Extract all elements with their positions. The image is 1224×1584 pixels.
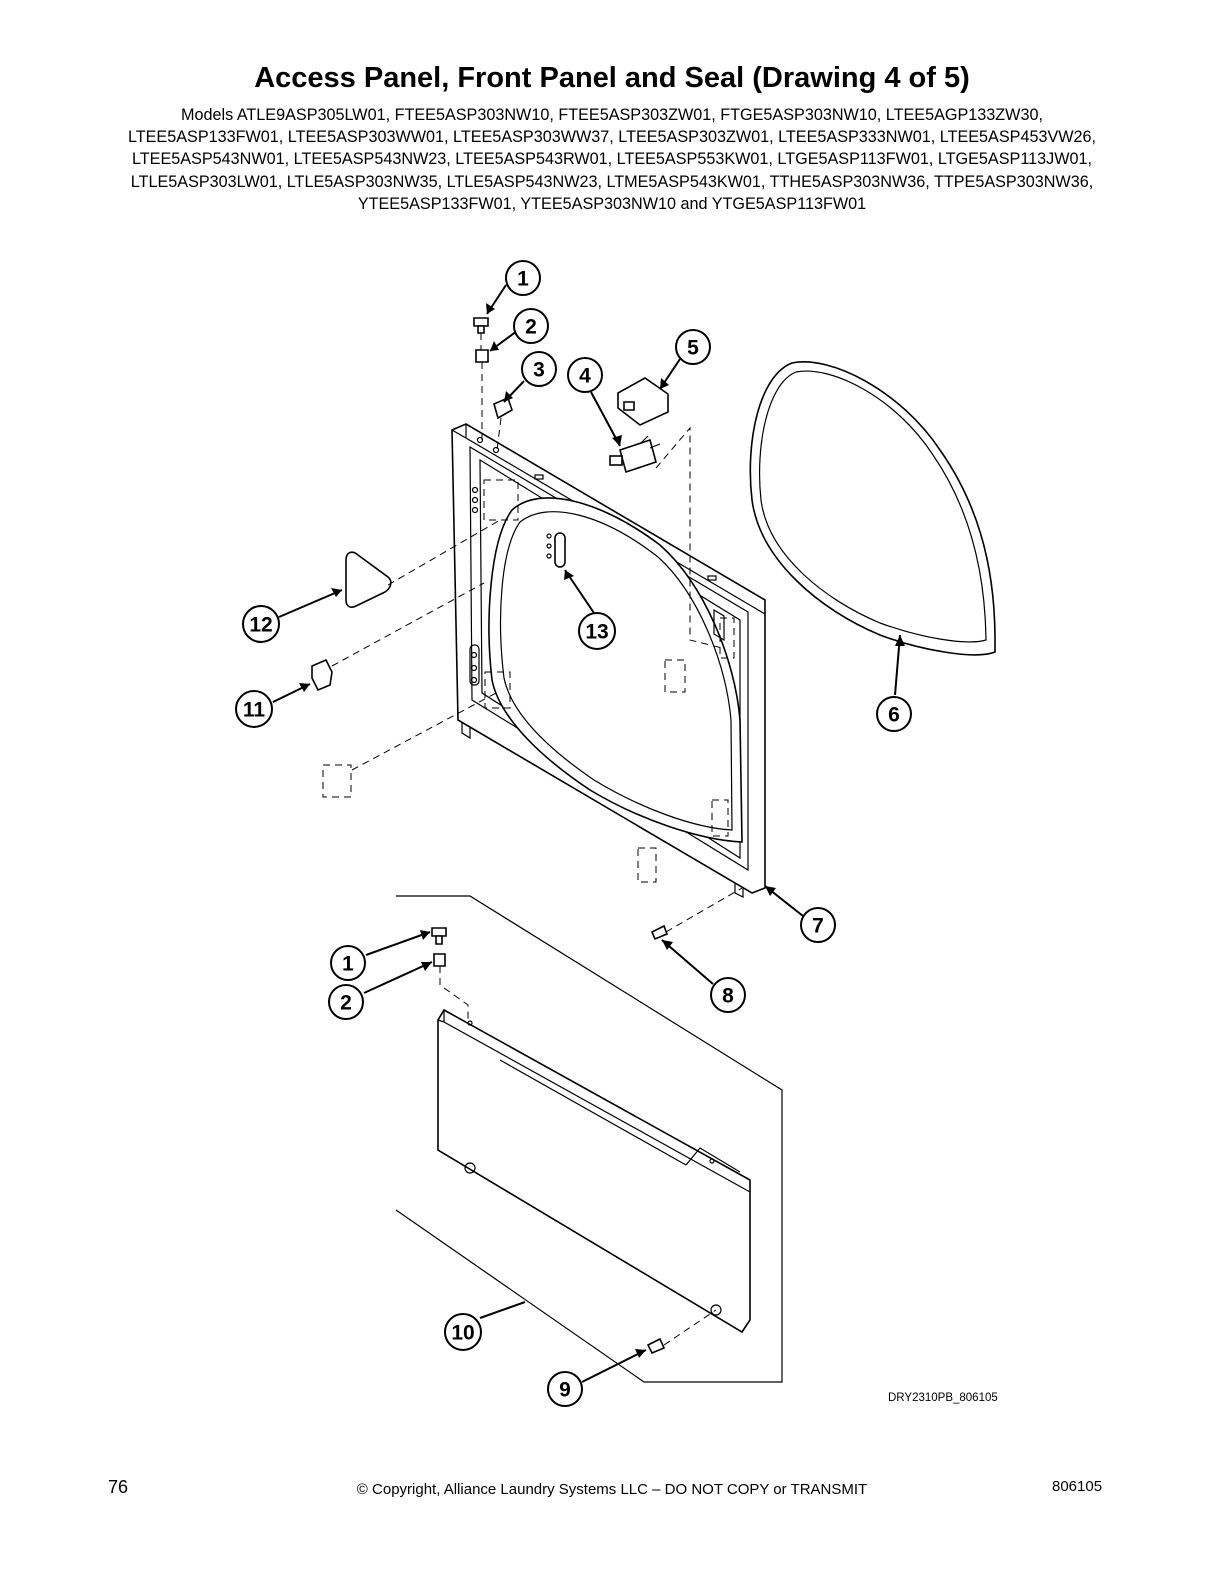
bumper-part-11 — [311, 658, 333, 692]
document-number: 806105 — [1052, 1478, 1103, 1495]
callout-label: 4 — [579, 365, 591, 388]
callout-label: 11 — [243, 699, 266, 722]
screw-part-8 — [650, 924, 669, 941]
callout-label: 1 — [517, 268, 529, 291]
callout-9: 9 — [547, 1371, 583, 1407]
cap-part-12 — [345, 551, 392, 608]
screw-part-1-lower — [431, 927, 447, 945]
copyright-notice: © Copyright, Alliance Laundry Systems LL… — [356, 1481, 868, 1498]
front-panel-illustration — [451, 423, 766, 898]
cover-part-5 — [617, 377, 669, 426]
callout-label: 9 — [559, 1379, 571, 1402]
page-number: 76 — [108, 1477, 129, 1497]
callout-3: 3 — [521, 351, 557, 387]
access-panel-boundary — [395, 895, 783, 1383]
callout-12: 12 — [242, 605, 280, 643]
callout-label: 12 — [249, 614, 272, 637]
callout-label: 6 — [888, 704, 900, 727]
callout-label: 13 — [585, 621, 608, 644]
callout-label: 2 — [340, 992, 352, 1015]
callout-10: 10 — [444, 1313, 482, 1351]
callout-1-top: 1 — [505, 260, 541, 296]
callout-11: 11 — [235, 690, 273, 728]
callout-label: 2 — [525, 316, 537, 339]
callout-8: 8 — [710, 977, 746, 1013]
callout-2-top: 2 — [513, 308, 549, 344]
callout-label: 3 — [533, 359, 545, 382]
callout-label: 7 — [812, 915, 824, 938]
callout-5: 5 — [675, 329, 711, 365]
door-seal-illustration — [749, 361, 996, 656]
screw-part-1 — [473, 317, 489, 334]
callout-7: 7 — [800, 907, 836, 943]
callout-label: 5 — [687, 337, 699, 360]
callout-13: 13 — [578, 612, 616, 650]
callout-2-lower: 2 — [328, 984, 364, 1020]
callout-label: 10 — [451, 1322, 474, 1345]
access-panel-illustration — [437, 1008, 751, 1334]
screw-part-9 — [646, 1337, 666, 1355]
page-title: Access Panel, Front Panel and Seal (Draw… — [254, 62, 970, 94]
switch-part-4 — [609, 435, 661, 474]
callout-label: 8 — [722, 985, 734, 1008]
clip-part-3 — [493, 396, 513, 420]
callout-label: 1 — [342, 953, 354, 976]
model-list: Models ATLE9ASP305LW01, FTEE5ASP303NW10,… — [127, 106, 1097, 213]
callout-1-lower: 1 — [330, 945, 366, 981]
callout-4: 4 — [567, 357, 603, 393]
drawing-code: DRY2310PB_806105 — [888, 1392, 998, 1404]
nut-part-2-lower — [433, 953, 446, 967]
callout-6: 6 — [876, 696, 912, 732]
nut-part-2 — [475, 349, 489, 363]
